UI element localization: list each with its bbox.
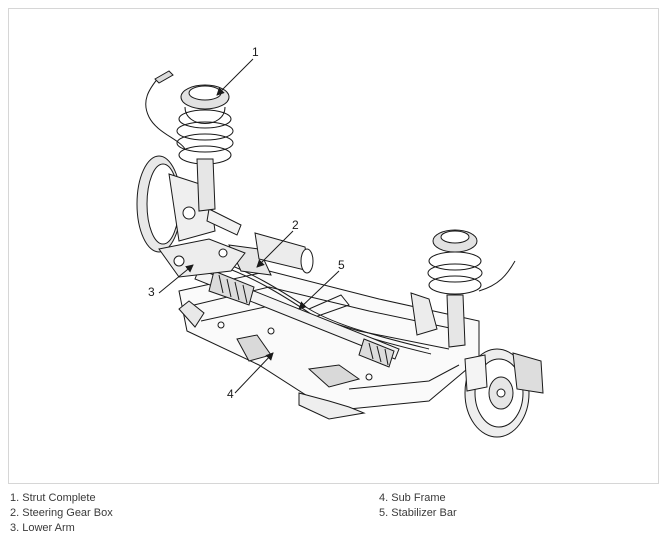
callout-1-number: 1 [252,45,259,59]
legend-item: 4. Sub Frame [379,492,446,504]
legend-right-column: 4. Sub Frame 5. Stabilizer Bar [379,491,457,521]
legend-item: 5. Stabilizer Bar [379,507,457,519]
diagram-frame: 1 2 3 4 5 [8,8,659,484]
legend-left-column: 1. Strut Complete 2. Steering Gear Box 3… [10,491,113,536]
callout-4-number: 4 [227,387,234,401]
left-knuckle-drawing [136,155,242,253]
lower-arm-drawing [158,238,246,278]
parts-legend: 1. Strut Complete 2. Steering Gear Box 3… [10,491,660,547]
sub-frame-drawing [178,270,480,420]
legend-item: 3. Lower Arm [10,522,75,534]
legend-item: 1. Strut Complete [10,492,96,504]
right-brake-disc-drawing [464,348,544,438]
steering-gear-box-drawing [194,232,400,368]
callout-5-number: 5 [338,258,345,272]
callout-4: 4 [227,352,274,401]
legend-item: 2. Steering Gear Box [10,507,113,519]
callout-5: 5 [298,258,345,310]
callout-3-number: 3 [148,285,155,299]
callout-1: 1 [216,45,259,96]
callout-3: 3 [148,264,194,299]
right-strut-drawing [410,229,516,348]
front-suspension-illustration: 1 2 3 4 5 [136,45,544,438]
callout-2-number: 2 [292,218,299,232]
callout-2: 2 [256,218,299,268]
